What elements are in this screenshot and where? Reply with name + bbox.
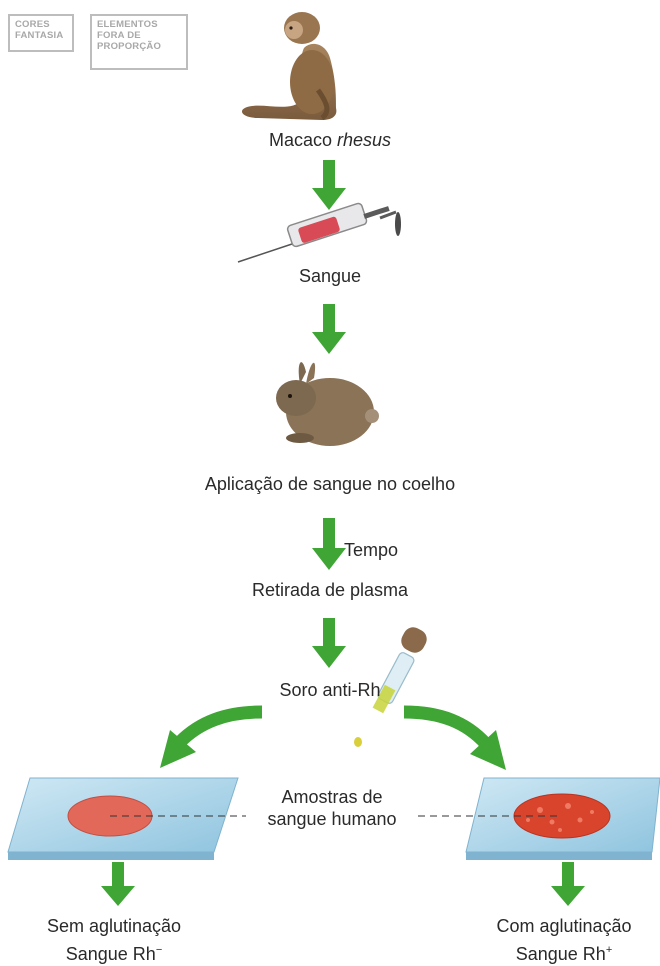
curved-arrow-left (175, 705, 263, 747)
badge-line: FORA DE (97, 30, 141, 41)
label-macaco-rhesus: Macaco rhesus (0, 130, 660, 151)
label-sem-aglutinacao: Sem aglutinação (46, 916, 182, 936)
label-result-left: Sem aglutinação Sangue Rh− (14, 914, 214, 966)
badge-line: ELEMENTOS (97, 19, 158, 30)
label-sangue: Sangue (298, 266, 362, 286)
arrow-down-left-result (101, 862, 135, 906)
label-rh-sign: − (155, 944, 163, 956)
badge-line: CORES (15, 19, 50, 30)
label-soro-anti-rh: Soro anti-Rh (279, 680, 381, 700)
label-macaco: Macaco (268, 130, 337, 150)
arrow-down-3 (312, 518, 346, 570)
label-aplicacao-coelho: Aplicação de sangue no coelho (204, 474, 456, 494)
arrow-down-2 (312, 304, 346, 354)
label-amostras-line2: sangue humano (267, 809, 397, 829)
dropper-illustration (354, 627, 427, 747)
badge-elementos-fora-de-proporcao: ELEMENTOS FORA DE PROPORÇÃO (90, 14, 188, 70)
curved-arrow-left-head (160, 730, 196, 768)
label-result-right: Com aglutinação Sangue Rh+ (464, 914, 660, 966)
curved-arrow-right-head (470, 730, 506, 770)
label-sangue-rh-text: Sangue Rh (65, 944, 156, 964)
label-sangue-rh-text: Sangue Rh (515, 944, 606, 964)
label-amostras-line1: Amostras de (281, 787, 383, 807)
label-rhesus-italic: rhesus (337, 130, 392, 150)
arrow-down-4 (312, 618, 346, 668)
label-tempo: Tempo (344, 540, 399, 560)
curved-arrow-right (403, 705, 491, 749)
rabbit-illustration (276, 362, 379, 446)
syringe-illustration (237, 202, 401, 263)
label-com-aglutinacao: Com aglutinação (496, 916, 632, 936)
badge-cores-fantasia: CORES FANTASIA (8, 14, 74, 52)
label-retirada-plasma: Retirada de plasma (251, 580, 409, 600)
badge-line: FANTASIA (15, 30, 64, 41)
rhesus-monkey-illustration (241, 12, 337, 121)
label-amostras: Amostras de sangue humano (246, 786, 418, 830)
arrow-down-1 (312, 160, 346, 210)
badge-line: PROPORÇÃO (97, 41, 162, 52)
label-sangue-rh-negativo: Sangue Rh− (14, 938, 214, 966)
arrow-down-right-result (551, 862, 585, 906)
label-sangue-rh-positivo: Sangue Rh+ (464, 938, 660, 966)
label-rh-sign: + (605, 944, 613, 956)
